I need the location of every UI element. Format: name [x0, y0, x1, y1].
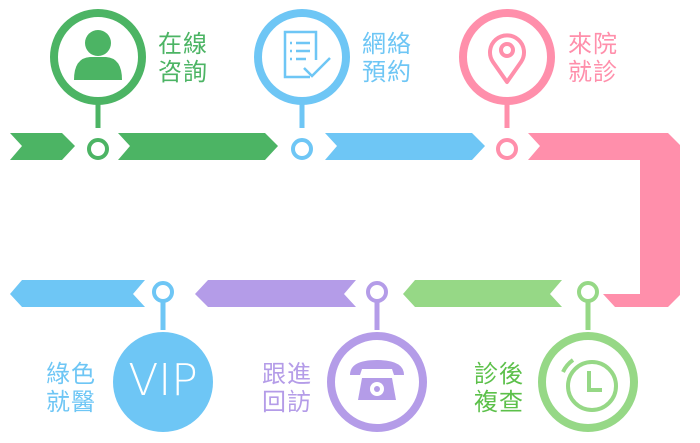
step-label-line: 跟進 — [262, 360, 312, 388]
clock-icon — [561, 358, 618, 412]
step-label-line: 回訪 — [262, 388, 312, 416]
node-visit-clinic — [459, 9, 555, 160]
location-pin-icon — [488, 33, 526, 84]
step-label-line: 來院 — [568, 30, 618, 58]
telephone-icon — [350, 360, 404, 400]
step-label-line: 在線 — [158, 30, 208, 58]
node-online-booking — [254, 9, 350, 160]
step-label-line: 咨詢 — [158, 58, 208, 86]
vip-icon: VIP — [128, 355, 198, 406]
arrow-segment-green-1 — [10, 133, 75, 160]
step-label-online-booking: 網絡 預約 — [362, 30, 422, 86]
user-icon — [74, 30, 122, 80]
arrow-segment-blue-end — [10, 280, 145, 307]
checklist-icon — [283, 30, 331, 79]
arrow-segment-light-green — [403, 280, 562, 307]
arrow-segment-purple — [195, 280, 356, 307]
step-label-line: 預約 — [362, 58, 412, 86]
step-label-line: 網絡 — [362, 30, 412, 58]
step-label-line: 就醫 — [46, 388, 96, 416]
step-label-line: 診後 — [474, 360, 524, 388]
node-online-consult — [50, 9, 146, 160]
node-green-channel — [113, 281, 213, 432]
step-label-line: 綠色 — [46, 360, 96, 388]
step-label-follow-up-check: 診後 複查 — [474, 360, 534, 416]
step-label-line: 就診 — [568, 58, 618, 86]
node-follow-up-call — [327, 281, 427, 432]
step-label-line: 複查 — [474, 388, 524, 416]
node-follow-up-check — [538, 281, 638, 432]
step-label-green-channel: 綠色 就醫 — [46, 360, 106, 416]
arrow-segment-blue — [325, 133, 485, 160]
arrow-segment-pink-bend — [528, 133, 680, 307]
step-label-online-consult: 在線 咨詢 — [158, 30, 218, 86]
step-label-visit-clinic: 來院 就診 — [568, 30, 628, 86]
step-label-follow-up-call: 跟進 回訪 — [262, 360, 322, 416]
arrow-segment-green-2 — [118, 133, 278, 160]
